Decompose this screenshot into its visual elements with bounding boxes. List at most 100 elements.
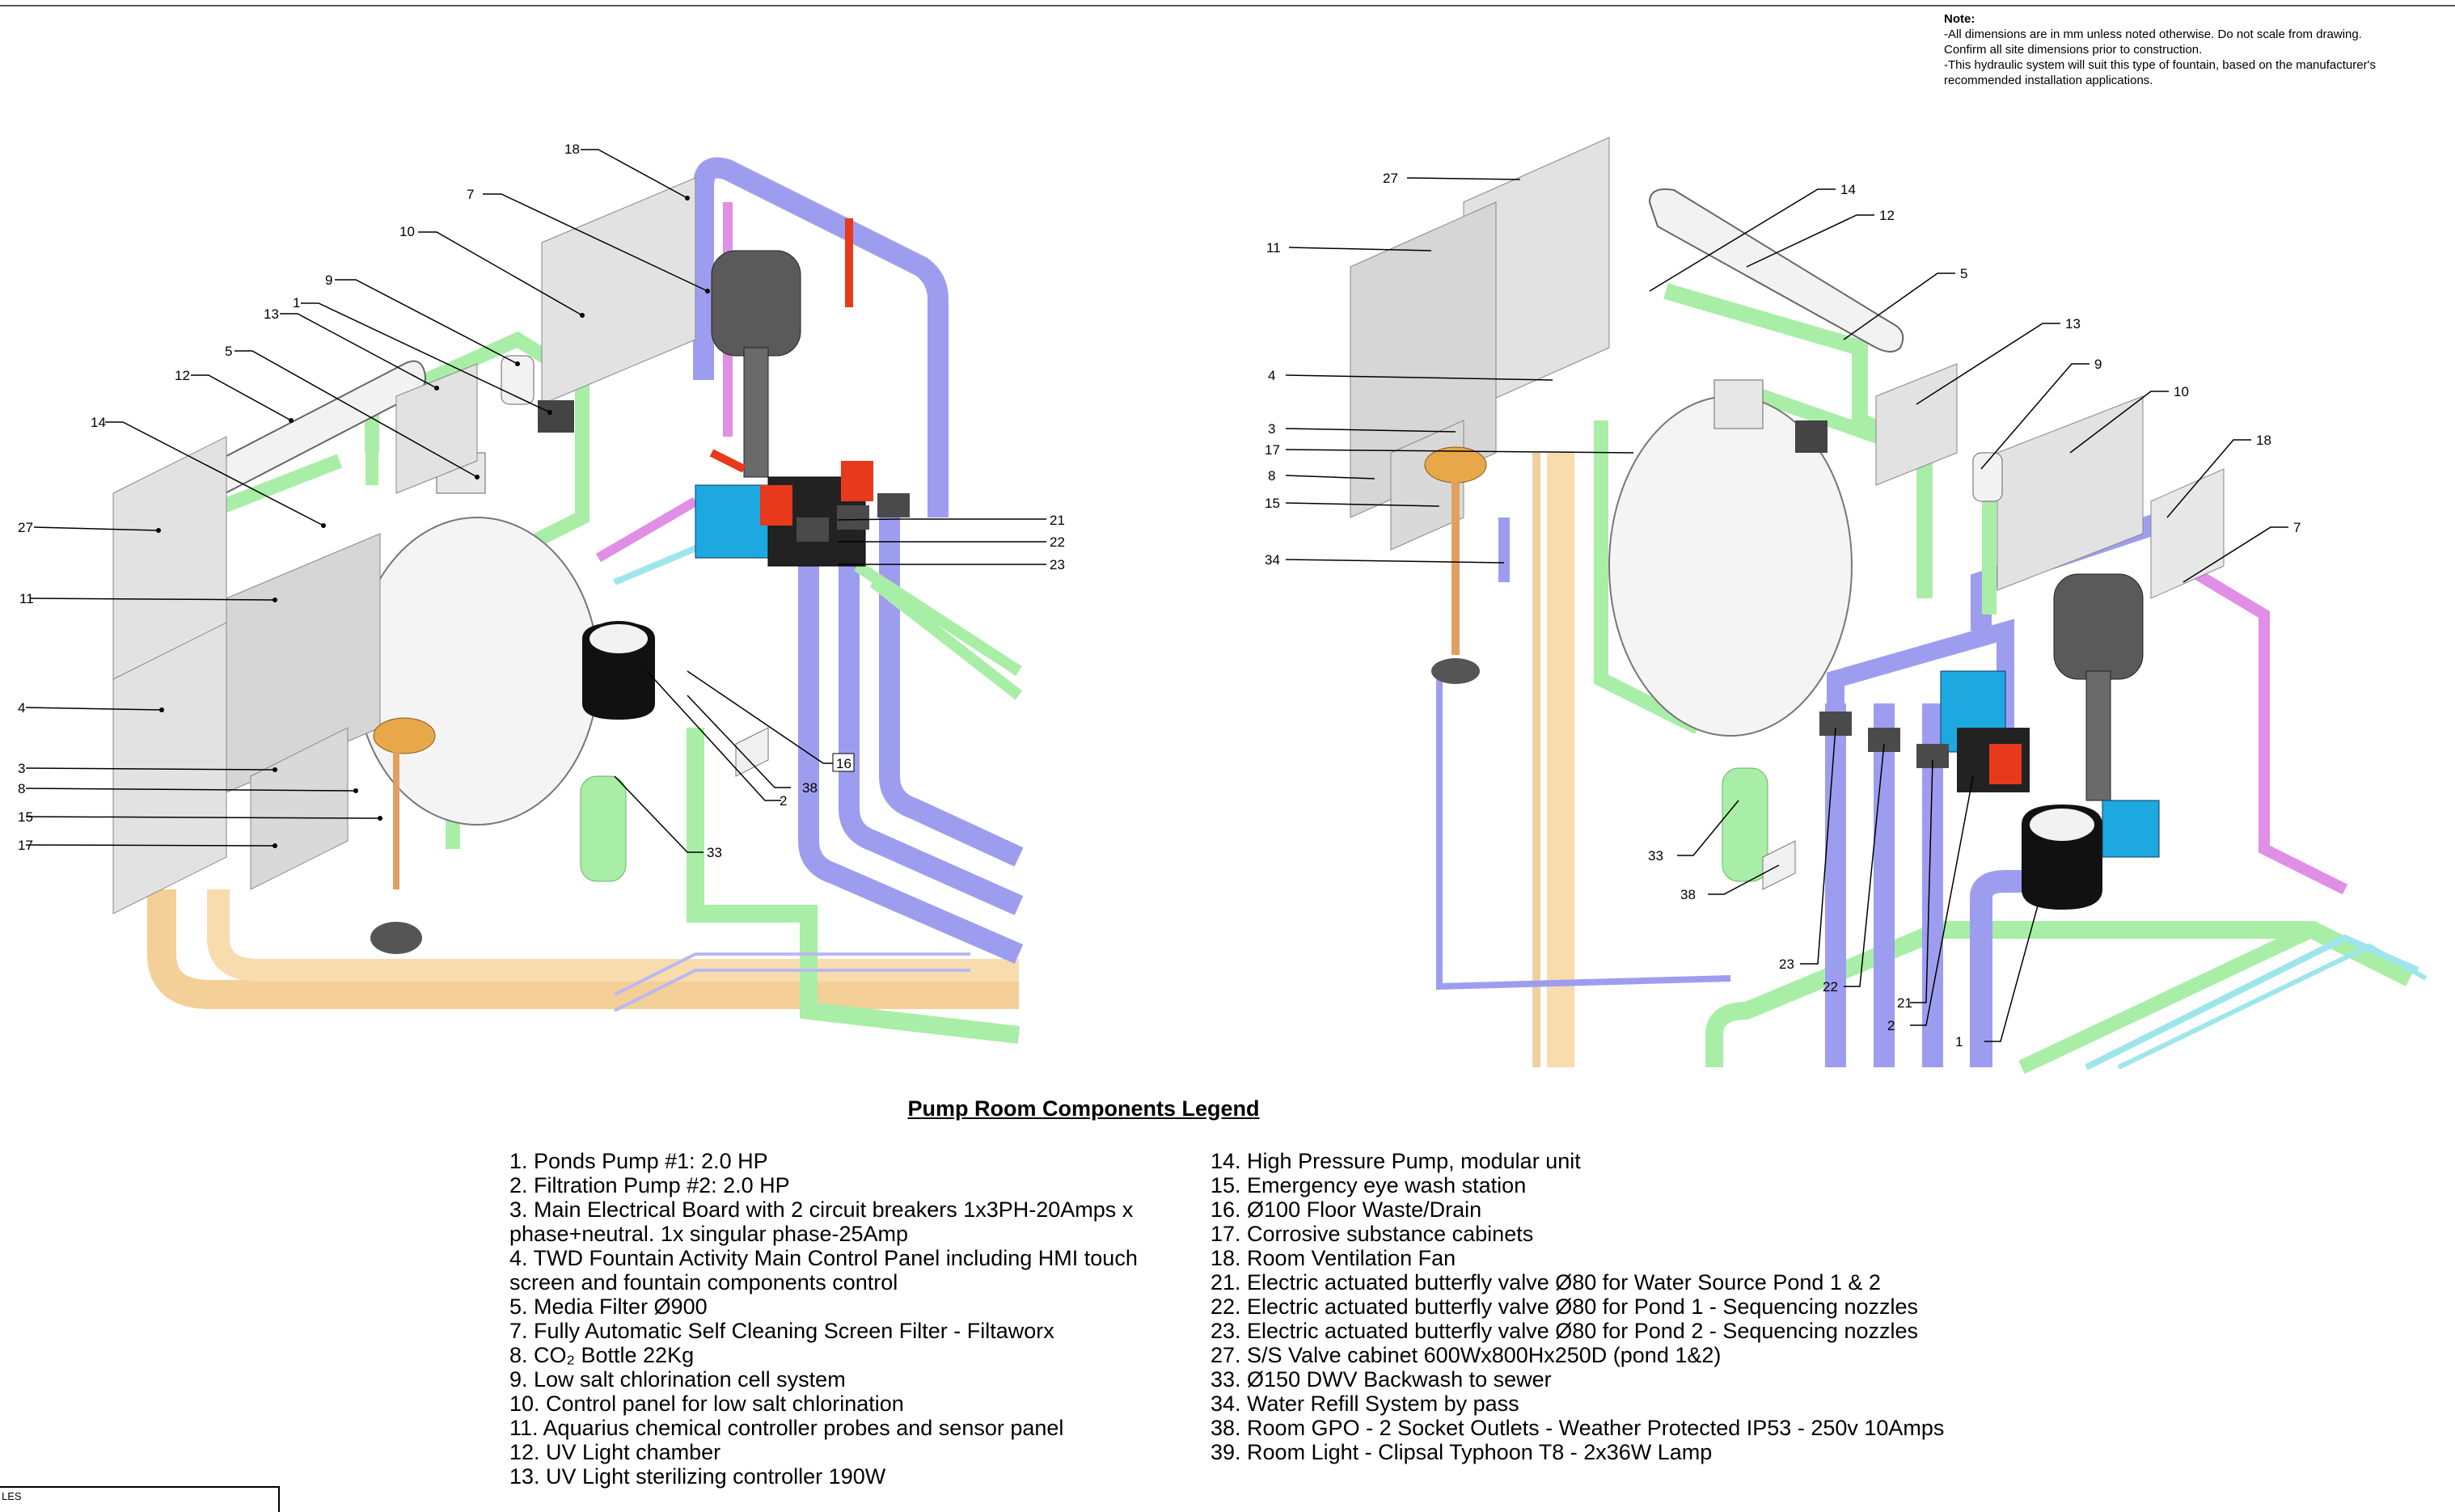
pipe-blue: [614, 969, 970, 1012]
gpo: [735, 727, 769, 777]
pipe-blue: [693, 157, 949, 517]
pipe-cyan: [2117, 943, 2428, 1070]
butterfly-valve: [1989, 744, 2022, 784]
left-callout-label: 22: [1050, 534, 1065, 550]
right-isometric-view: 27 11 4 3 17 8 15 34 14 12 5 13 9 10 18 …: [1265, 137, 2428, 1075]
legend-item: 10. Control panel for low salt chlorinat…: [509, 1392, 904, 1416]
corner-label: LES: [2, 1490, 22, 1502]
pipe-blue: [798, 517, 1024, 964]
legend-item: 27. S/S Valve cabinet 600Wx800Hx250D (po…: [1211, 1343, 1722, 1367]
sheet-border-top: [0, 5, 2455, 6]
right-callout-label: 23: [1779, 957, 1794, 972]
backwash-pipe: [580, 775, 627, 882]
screen-filter: [711, 250, 801, 357]
pipe-tan: [207, 889, 1019, 982]
butterfly-valve: [841, 461, 873, 501]
pipe-green: [1663, 283, 1933, 598]
left-callout-label: 38: [802, 780, 818, 796]
eye-wash-base: [1431, 658, 1480, 684]
left-callout-label: 33: [707, 845, 722, 860]
right-callout-label: 3: [1268, 421, 1275, 437]
legend-item: 17. Corrosive substance cabinets: [1211, 1222, 1534, 1246]
right-callout-label: 22: [1823, 979, 1838, 995]
note-line: Confirm all site dimensions prior to con…: [1944, 43, 2203, 57]
legend-item: 18. Room Ventilation Fan: [1211, 1246, 1456, 1270]
note-block: Note: -All dimensions are in mm unless n…: [1944, 11, 2445, 88]
legend-item: 11. Aquarius chemical controller probes …: [509, 1416, 1064, 1440]
left-callout-label: 14: [91, 415, 106, 430]
pipe-green: [869, 577, 1023, 700]
right-callout-label: 4: [1268, 368, 1275, 383]
cabinet: [1875, 363, 1958, 486]
cabinet: [112, 622, 227, 914]
left-callout-label: 10: [399, 224, 415, 239]
chlorination-cell: [1972, 452, 2003, 502]
eye-wash-station: [1424, 446, 1487, 484]
left-callout-label: 16: [836, 756, 851, 771]
legend-item: 34. Water Refill System by pass: [1211, 1392, 1519, 1416]
legend-item: 16. Ø100 Floor Waste/Drain: [1211, 1197, 1482, 1222]
right-callout-label: 17: [1265, 442, 1280, 458]
note-title: Note:: [1944, 12, 1975, 26]
legend-left-column: 1. Ponds Pump #1: 2.0 HP 2. Filtration P…: [509, 1149, 1156, 1489]
pipe-pink: [2180, 560, 2348, 895]
legend-item: 2. Filtration Pump #2: 2.0 HP: [509, 1173, 790, 1197]
note-line: recommended installation applications.: [1944, 74, 2153, 87]
right-callout-label: 11: [1266, 240, 1281, 256]
legend-item: 39. Room Light - Clipsal Typhoon T8 - 2x…: [1211, 1440, 1713, 1464]
cabinet: [395, 363, 478, 494]
pipe-blue: [614, 952, 970, 996]
right-callout-label: 8: [1268, 468, 1275, 484]
left-callout-label: 17: [18, 838, 33, 853]
legend-item: 1. Ponds Pump #1: 2.0 HP: [509, 1149, 768, 1173]
right-callout-label: 34: [1265, 552, 1280, 568]
right-callout-label: 10: [2174, 384, 2189, 399]
legend-item: 3. Main Electrical Board with 2 circuit …: [509, 1197, 1139, 1246]
legend-item: 33. Ø150 DWV Backwash to sewer: [1211, 1367, 1552, 1392]
left-callout-label: 4: [18, 700, 25, 716]
floor-drain: [370, 922, 422, 954]
left-callout-label: 11: [19, 591, 34, 606]
legend-item: 8. CO₂ Bottle 22Kg: [509, 1343, 695, 1367]
legend-item: 15. Emergency eye wash station: [1211, 1173, 1527, 1197]
pipe-tan: [147, 889, 1019, 1009]
media-filter-vessel: [355, 517, 599, 826]
uv-light-chamber: [1648, 188, 1904, 353]
right-callout-label: 18: [2256, 433, 2271, 448]
legend-item: 22. Electric actuated butterfly valve Ø8…: [1211, 1294, 1918, 1319]
legend-item: 9. Low salt chlorination cell system: [509, 1367, 846, 1392]
screen-filter: [2053, 573, 2144, 680]
legend-item: 13. UV Light sterilizing controller 190W: [509, 1464, 886, 1489]
left-callout-label: 5: [225, 344, 232, 359]
left-callout-label: 9: [325, 272, 332, 288]
right-callout-label: 15: [1265, 496, 1280, 511]
left-callout-label: 15: [18, 809, 33, 825]
left-callout-label: 18: [564, 141, 580, 157]
left-callout-label: 12: [175, 368, 190, 383]
legend-right-column: 14. High Pressure Pump, modular unit 15.…: [1211, 1149, 2019, 1464]
right-callout-label: 9: [2094, 357, 2102, 372]
eye-wash-station: [373, 717, 436, 754]
cabinet: [541, 177, 696, 405]
right-callout-label: 13: [2065, 316, 2081, 332]
left-callout-label: 7: [467, 187, 474, 202]
right-callout-label: 38: [1680, 887, 1696, 902]
left-callout-label: 2: [780, 793, 787, 809]
right-callout-label: 21: [1897, 995, 1912, 1011]
butterfly-valve: [760, 485, 792, 526]
right-callout-label: 2: [1887, 1018, 1895, 1033]
legend-item: 4. TWD Fountain Activity Main Control Pa…: [509, 1246, 1144, 1294]
pipe-pink: [595, 496, 699, 563]
left-callout-label: 27: [18, 520, 33, 535]
right-callout-label: 12: [1879, 208, 1895, 223]
backwash-pipe: [1722, 767, 1768, 882]
left-isometric-view: 18 7 10 9 1 13 5 12 14 27 11 4 3 8 15 17…: [18, 141, 1065, 1044]
left-callout-label: 3: [18, 761, 25, 776]
left-callout-label: 1: [293, 295, 300, 310]
left-callout-label: 23: [1050, 557, 1065, 572]
pipe-blue: [1436, 679, 1731, 990]
legend-title: Pump Room Components Legend: [907, 1096, 1260, 1121]
cabinet: [1997, 395, 2144, 591]
left-callout-label: 21: [1050, 513, 1065, 528]
note-line: -All dimensions are in mm unless noted o…: [1944, 27, 2362, 41]
